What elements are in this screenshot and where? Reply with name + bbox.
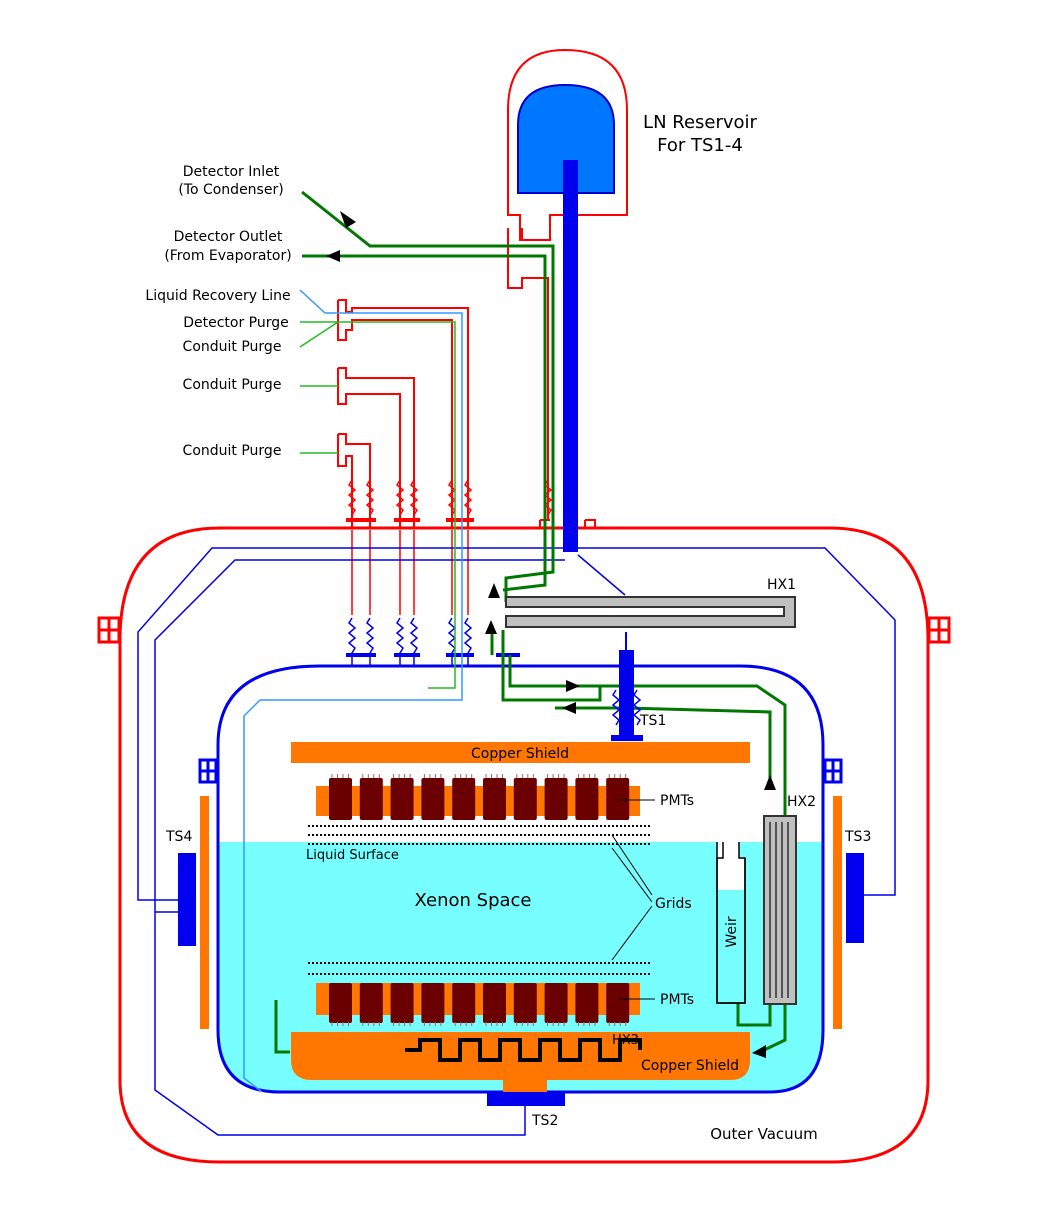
inner-vessel (216, 664, 825, 1094)
ts1-cold-head (611, 632, 643, 741)
ts2-label: TS2 (531, 1113, 558, 1129)
ts3-block (846, 853, 864, 943)
conduit-purge-label-2: Conduit Purge (183, 377, 282, 393)
feedthrough-ports (337, 299, 469, 528)
pmt (575, 778, 599, 820)
ts1-label: TS1 (639, 713, 666, 729)
inner-bellows (347, 617, 473, 665)
grids (308, 825, 650, 975)
outer-vacuum-vessel (118, 526, 930, 1164)
conduit-purge-label-1: Conduit Purge (183, 339, 282, 355)
ts4-label: TS4 (165, 829, 192, 845)
weir-liquid (718, 890, 744, 1002)
ts2-block (487, 1092, 565, 1106)
hx3-serpentine (405, 1038, 642, 1062)
pmt (390, 983, 414, 1023)
pmt (606, 778, 630, 820)
ln-cold-finger (563, 160, 578, 552)
ln-reservoir-label: LN Reservoir (643, 112, 758, 133)
outer-vessel-left-flange (97, 616, 121, 644)
ln-reservoir-sublabel: For TS1-4 (657, 135, 743, 156)
detector-outlet-label: Detector Outlet (174, 229, 283, 245)
hx1-label: HX1 (767, 577, 796, 593)
pmt (421, 983, 445, 1023)
detector-outlet-sublabel: (From Evaporator) (164, 248, 291, 264)
detector-inlet-label: Detector Inlet (183, 164, 280, 180)
pmt (452, 983, 476, 1023)
pmts-bottom-label: PMTs (660, 992, 694, 1008)
pmt (544, 983, 568, 1023)
inner-vessel-left-flange (198, 758, 218, 784)
xenon-space-label: Xenon Space (415, 890, 532, 911)
pmt (513, 983, 537, 1023)
pmt (483, 983, 506, 1023)
pmt (606, 983, 630, 1023)
inner-feedthrough-tubes (351, 530, 469, 615)
detector-inlet-sublabel: (To Condenser) (178, 182, 283, 198)
conduit-purge-line-1 (299, 321, 339, 348)
copper-shield-top-label: Copper Shield (471, 746, 569, 762)
ts4-block (178, 853, 196, 946)
right-copper-side (833, 796, 842, 1029)
left-copper-side (200, 796, 209, 1029)
hx3-label: HX3 (612, 1033, 639, 1048)
detector-purge-label: Detector Purge (183, 315, 289, 331)
conduit-purge-label-3: Conduit Purge (183, 443, 282, 459)
hx1-heat-exchanger (505, 596, 796, 628)
hx2-heat-exchanger (763, 815, 797, 1005)
pmt (359, 983, 383, 1023)
pmt-array-bottom (329, 983, 630, 1026)
copper-shield-top (291, 742, 750, 763)
detector-purge-line (300, 321, 456, 689)
ts2-copper-tab (503, 1080, 547, 1092)
ln-reservoir-dewar (507, 48, 628, 241)
pmt (483, 778, 506, 820)
bellows (347, 479, 553, 516)
grid-leader-lines (611, 834, 653, 961)
pmt-array-top (329, 774, 630, 820)
pmt-leader-lines (618, 799, 655, 1000)
liquid-recovery-label: Liquid Recovery Line (145, 288, 290, 304)
ln-circuit-lines (137, 547, 896, 1136)
ln-reservoir (517, 83, 615, 194)
ln-reservoir-neck (507, 228, 596, 528)
liquid-surface-label: Liquid Surface (306, 848, 399, 863)
hx2-channels (769, 822, 789, 998)
copper-shield-bottom-label: Copper Shield (641, 1058, 739, 1074)
liquid-recovery-line (243, 289, 463, 1093)
outer-vessel-right-flange (927, 616, 951, 644)
ts3-label: TS3 (844, 829, 871, 845)
pmt (513, 778, 537, 820)
hx2-label: HX2 (787, 794, 816, 810)
pmt (452, 778, 476, 820)
grids-label: Grids (655, 896, 692, 912)
pmt (329, 983, 352, 1023)
pmt (359, 778, 383, 820)
pmt (329, 778, 352, 820)
pmt (544, 778, 568, 820)
liquid-xenon (218, 842, 823, 1092)
pmts-top-label: PMTs (660, 793, 694, 809)
outer-vacuum-label: Outer Vacuum (710, 1125, 818, 1143)
pmt (390, 778, 414, 820)
pmt (421, 778, 445, 820)
weir-label: Weir (724, 916, 740, 948)
pmt (575, 983, 599, 1023)
inner-vessel-right-flange (823, 758, 843, 784)
